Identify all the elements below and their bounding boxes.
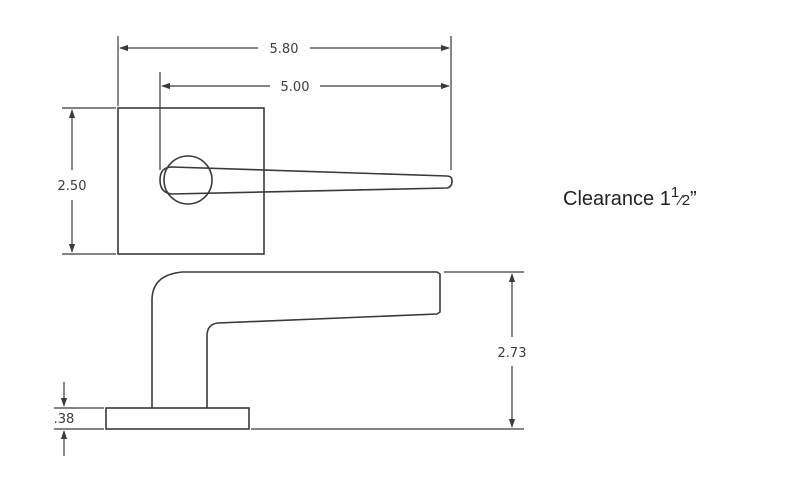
dim-label-5-80: 5.80: [270, 42, 299, 57]
clearance-inch-mark: ”: [690, 188, 697, 210]
clearance-label: Clearance 1: [563, 188, 671, 210]
dimension-height: 2.73: [251, 271, 527, 430]
dim-label-0-38: .38: [54, 412, 75, 427]
clearance-note: Clearance 11⁄2”: [563, 184, 697, 211]
dimension-rose-thickness: .38: [54, 382, 104, 456]
lever-side-outline: [151, 271, 441, 408]
square-rose-outline: [117, 107, 265, 255]
lever-top-outline: [159, 166, 453, 195]
dim-label-2-50: 2.50: [58, 179, 87, 194]
dim-label-5-00: 5.00: [281, 80, 310, 95]
clearance-fraction-denominator: 2: [681, 192, 691, 209]
dimension-rose-size: 2.50: [58, 107, 116, 255]
clearance-fraction-numerator: 1: [670, 184, 680, 201]
top-view: [117, 107, 453, 255]
dimension-overall-length: 5.80: [117, 36, 452, 170]
side-view: [105, 271, 441, 430]
rose-plate-side: [105, 407, 250, 430]
rose-hub-circle: [163, 155, 213, 205]
dimension-lever-length: 5.00: [159, 72, 450, 170]
clearance-fraction: 1⁄2: [670, 184, 691, 209]
dim-label-2-73: 2.73: [498, 346, 527, 361]
